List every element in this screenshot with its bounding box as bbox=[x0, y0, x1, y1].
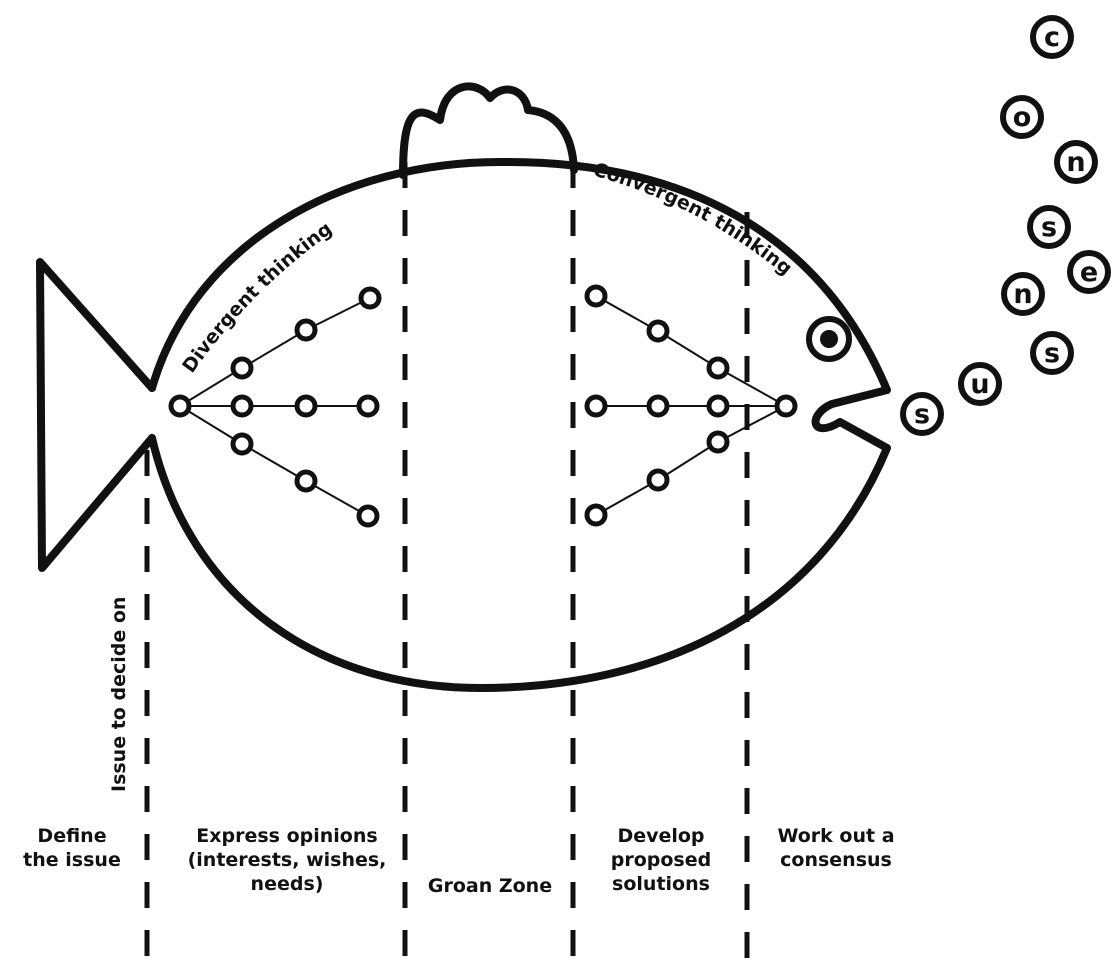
letter-bubble: n bbox=[1001, 272, 1045, 316]
stage-dividers bbox=[144, 162, 750, 962]
convergent-node bbox=[706, 430, 730, 454]
issue-label: Issue to decide on bbox=[108, 597, 130, 792]
stage-label-line: Express opinions bbox=[196, 825, 377, 847]
stage-label-line: consensus bbox=[780, 849, 892, 871]
convergent-node bbox=[646, 394, 670, 418]
letter-bubble-text: n bbox=[1066, 147, 1085, 178]
fish-tail bbox=[36, 258, 156, 572]
stage-label-line: the issue bbox=[23, 849, 121, 871]
divergent-node bbox=[356, 504, 380, 528]
letter-bubble: s bbox=[1027, 205, 1071, 249]
stage-label: Express opinions(interests, wishes,needs… bbox=[188, 825, 387, 895]
convergent-node bbox=[706, 356, 730, 380]
stage-label-line: needs) bbox=[251, 873, 324, 895]
dorsal-fin bbox=[399, 82, 578, 179]
letter-bubble-text: n bbox=[1013, 279, 1032, 310]
convergent-node bbox=[774, 394, 798, 418]
letter-bubble-text: s bbox=[1041, 212, 1057, 243]
divergent-node bbox=[356, 394, 380, 418]
convergent-tree bbox=[584, 284, 798, 527]
stage-label-line: Develop bbox=[617, 825, 704, 847]
stage-label-line: Define bbox=[37, 825, 106, 847]
letter-bubble-text: s bbox=[1044, 338, 1060, 369]
letter-bubble-text: s bbox=[914, 399, 930, 430]
divergent-node bbox=[294, 394, 318, 418]
letter-bubble: c bbox=[1030, 15, 1074, 59]
convergent-thinking-label: Convergent thinking bbox=[591, 159, 797, 280]
letter-bubble-text: u bbox=[970, 369, 989, 400]
fish-pupil bbox=[820, 330, 838, 348]
letter-bubble-text: o bbox=[1013, 102, 1032, 133]
letter-bubble-text: c bbox=[1044, 22, 1060, 53]
convergent-node bbox=[646, 468, 670, 492]
stage-label-line: (interests, wishes, bbox=[188, 849, 387, 871]
consensus-bubbles: consensus bbox=[900, 15, 1111, 436]
letter-bubble-circle bbox=[1030, 15, 1074, 59]
letter-bubble-circle bbox=[958, 362, 1002, 406]
letter-bubble: n bbox=[1054, 140, 1098, 184]
divergent-node bbox=[230, 356, 254, 380]
letter-bubble: s bbox=[900, 392, 944, 436]
convergent-node bbox=[584, 394, 608, 418]
letter-bubble: s bbox=[1030, 331, 1074, 375]
letter-bubble-circle bbox=[900, 392, 944, 436]
divergent-node bbox=[168, 394, 192, 418]
stage-label-line: solutions bbox=[612, 873, 710, 895]
letter-bubble-circle bbox=[1000, 95, 1044, 139]
fish-body bbox=[148, 157, 891, 692]
stage-label-line: Work out a bbox=[777, 825, 894, 847]
letter-bubble-circle bbox=[1001, 272, 1045, 316]
divergent-node bbox=[230, 394, 254, 418]
convergent-node bbox=[584, 503, 608, 527]
stage-label-line: Groan Zone bbox=[428, 875, 552, 897]
letter-bubble: e bbox=[1067, 250, 1111, 294]
stage-label: Groan Zone bbox=[428, 875, 552, 897]
letter-bubble: u bbox=[958, 362, 1002, 406]
letter-bubble: o bbox=[1000, 95, 1044, 139]
divergent-node bbox=[358, 286, 382, 310]
letter-bubble-circle bbox=[1027, 205, 1071, 249]
letter-bubble-text: e bbox=[1080, 257, 1098, 288]
divergent-node bbox=[230, 432, 254, 456]
stage-label-line: proposed bbox=[611, 849, 711, 871]
divergent-tree bbox=[168, 286, 382, 528]
letter-bubble-circle bbox=[1054, 140, 1098, 184]
letter-bubble-circle bbox=[1030, 331, 1074, 375]
letter-bubble-circle bbox=[1067, 250, 1111, 294]
divergent-node bbox=[294, 469, 318, 493]
convergent-node bbox=[584, 284, 608, 308]
convergent-node bbox=[646, 319, 670, 343]
divergent-node bbox=[294, 318, 318, 342]
convergent-node bbox=[706, 394, 730, 418]
